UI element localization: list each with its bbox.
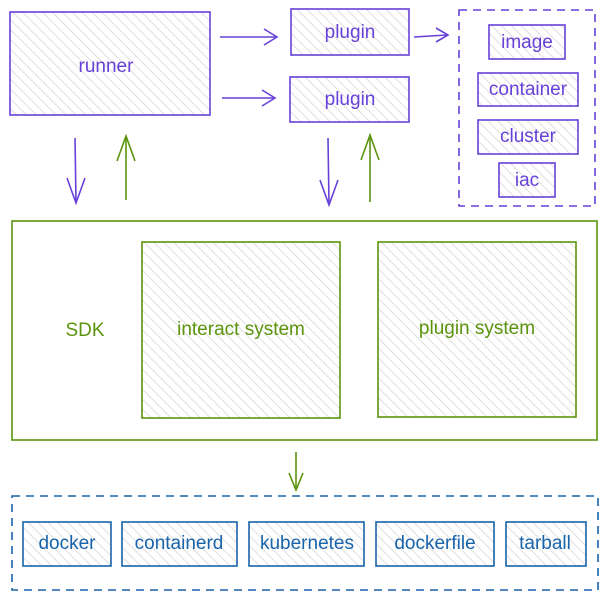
runner-to-plugin-arrow-1 bbox=[220, 28, 279, 46]
plugin-box-2: plugin bbox=[289, 76, 410, 123]
backend-docker-label: docker bbox=[38, 533, 96, 554]
plugin-type-container: container bbox=[477, 72, 579, 107]
plugin-to-sdk-arrow bbox=[319, 137, 339, 208]
backend-containerd-label: containerd bbox=[135, 533, 224, 554]
plugin-box-1: plugin bbox=[290, 8, 410, 56]
sdk-to-plugin-arrow bbox=[360, 132, 380, 202]
runner-to-plugin-arrow-2 bbox=[222, 89, 277, 107]
backend-tarball-label: tarball bbox=[519, 533, 571, 554]
runner-label: runner bbox=[79, 56, 135, 77]
backend-dockerfile-label: dockerfile bbox=[394, 533, 475, 554]
plugin-label-1: plugin bbox=[325, 22, 376, 43]
plugin-type-iac-label: iac bbox=[515, 170, 539, 191]
interact-system-label: interact system bbox=[177, 319, 305, 340]
plugin-type-iac: iac bbox=[498, 162, 556, 198]
plugin-type-cluster-label: cluster bbox=[500, 126, 557, 147]
backend-docker: docker bbox=[22, 521, 112, 567]
sdk-to-backends-arrow bbox=[288, 452, 304, 493]
runner-to-sdk-arrow bbox=[66, 137, 86, 206]
backend-kubernetes-label: kubernetes bbox=[260, 533, 354, 554]
runner-box: runner bbox=[9, 11, 211, 116]
backend-kubernetes: kubernetes bbox=[248, 521, 365, 567]
plugin-to-types-arrow bbox=[413, 27, 450, 43]
plugin-type-container-label: container bbox=[489, 79, 568, 100]
sdk-label: SDK bbox=[65, 320, 104, 341]
sdk-to-runner-arrow bbox=[116, 133, 136, 200]
plugin-system-label: plugin system bbox=[419, 318, 535, 339]
backend-dockerfile: dockerfile bbox=[375, 521, 495, 567]
plugin-label-2: plugin bbox=[325, 89, 376, 110]
sdk-box bbox=[11, 220, 598, 441]
backend-tarball: tarball bbox=[505, 521, 587, 567]
interact-system-box: interact system bbox=[141, 241, 341, 419]
plugin-type-cluster: cluster bbox=[477, 119, 579, 155]
plugin-type-image-label: image bbox=[501, 32, 553, 53]
plugin-type-image: image bbox=[488, 24, 566, 60]
backend-containerd: containerd bbox=[121, 521, 238, 567]
backends-group bbox=[11, 495, 599, 591]
plugin-types-group bbox=[458, 9, 596, 207]
plugin-system-box: plugin system bbox=[377, 241, 577, 418]
